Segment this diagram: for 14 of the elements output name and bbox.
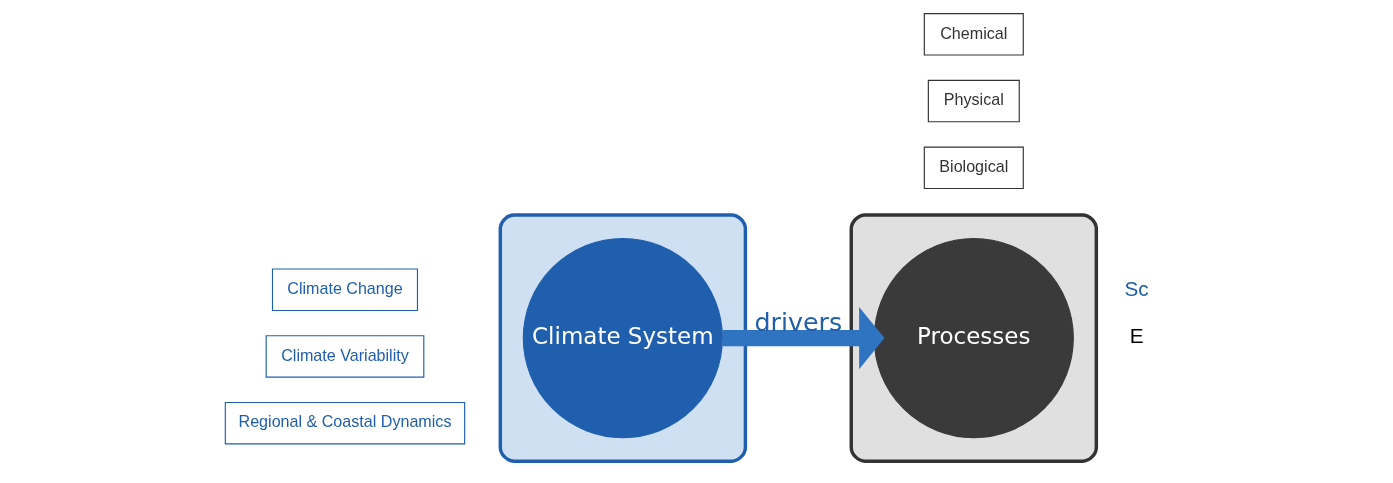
node-circle: Processes: [873, 237, 1074, 438]
node-box: Biological: [923, 146, 1024, 189]
node-box: Climate Variability: [265, 334, 425, 378]
node-circle: Climate System: [522, 237, 723, 438]
arrow: [722, 306, 885, 369]
label: Sc: [1124, 276, 1149, 300]
node-box: Chemical: [923, 12, 1024, 56]
node-box: Physical: [927, 79, 1020, 122]
node-box: Regional & Coastal Dynamics: [224, 401, 466, 444]
cluster: [849, 212, 1099, 463]
edge-label: drivers: [754, 307, 843, 337]
label: E: [1129, 323, 1144, 347]
cluster: [498, 212, 748, 463]
node-box: Climate Change: [271, 267, 419, 311]
